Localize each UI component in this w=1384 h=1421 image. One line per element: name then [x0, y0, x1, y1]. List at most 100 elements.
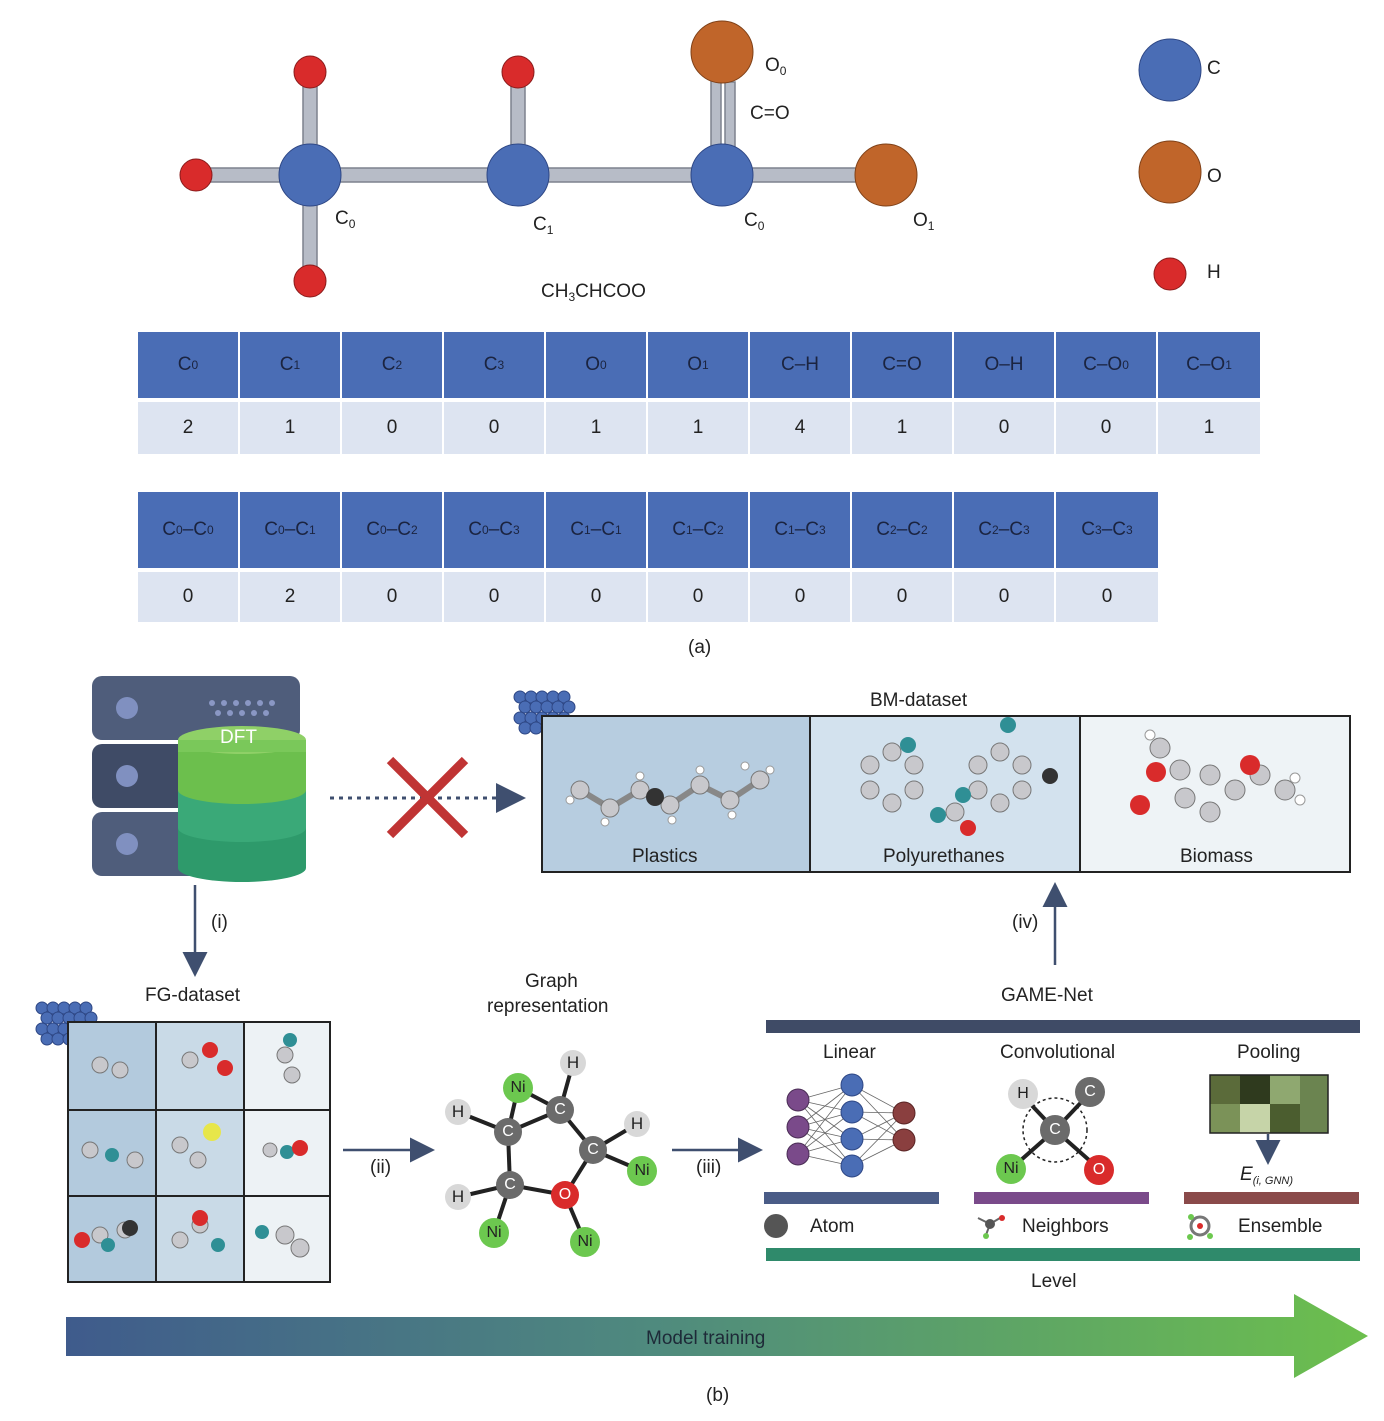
hydrogen-atom — [501, 55, 535, 89]
table-cell: 0 — [954, 572, 1056, 622]
graph-node-carbon: C — [496, 1171, 524, 1199]
atom-label-c0-left: C0 — [335, 208, 356, 231]
table-cell: 0 — [444, 572, 546, 622]
graph-node-carbon: C — [579, 1136, 607, 1164]
bm-dataset-title: BM-dataset — [870, 690, 968, 711]
step-label-iii: (iii) — [696, 1157, 722, 1178]
bm-panel-polyurethanes — [809, 715, 1081, 873]
table-cell: 0 — [138, 572, 240, 622]
level-bar-neighbors — [974, 1192, 1149, 1204]
graph-node-nickel: Ni — [627, 1156, 657, 1186]
table-cell: 4 — [750, 402, 852, 454]
bm-label-plastics: Plastics — [632, 846, 698, 867]
neighbors-level-icon — [977, 1215, 1005, 1239]
double-bond-label: C=O — [750, 103, 790, 124]
level-bottom-bar — [766, 1248, 1360, 1261]
step-label-iv: (iv) — [1012, 912, 1039, 933]
polyurethanes-molecule — [860, 717, 1058, 836]
caption-b: (b) — [706, 1385, 730, 1406]
gamenet-title: GAME-Net — [1001, 985, 1093, 1006]
legend-hydrogen-swatch — [1153, 257, 1187, 291]
table-cell: 0 — [1056, 402, 1158, 454]
layer-label-linear: Linear — [823, 1042, 876, 1063]
atom-label-o0: O0 — [765, 55, 787, 78]
conv-node-oxygen: O — [1084, 1155, 1114, 1185]
table-cell: 1 — [648, 402, 750, 454]
table-cell: 0 — [444, 402, 546, 454]
pooling-grid — [1209, 1074, 1329, 1134]
bm-label-biomass: Biomass — [1180, 846, 1253, 867]
table-cell: 1 — [1158, 402, 1260, 454]
layer-label-pooling: Pooling — [1237, 1042, 1301, 1063]
oxygen-atom-o1 — [854, 143, 918, 207]
legend-label-hydrogen: H — [1207, 262, 1221, 283]
graph-node-oxygen: O — [551, 1181, 579, 1209]
conv-node-hydrogen: H — [1008, 1079, 1038, 1109]
carbon-atom-c1 — [486, 143, 550, 207]
table-cell: 0 — [342, 402, 444, 454]
graph-node-hydrogen: H — [560, 1050, 586, 1076]
table-cell: 0 — [342, 572, 444, 622]
graph-title-line2: representation — [487, 996, 609, 1017]
level-label-atom: Atom — [810, 1216, 855, 1237]
table-cell: 1 — [546, 402, 648, 454]
graph-node-hydrogen: H — [445, 1099, 471, 1125]
legend-label-carbon: C — [1207, 58, 1221, 79]
gamenet-top-bar — [766, 1020, 1360, 1033]
table-cell: 1 — [240, 402, 342, 454]
graph-node-carbon: C — [494, 1118, 522, 1146]
bm-panel-biomass — [1079, 715, 1351, 873]
carbon-atom-c0-right — [690, 143, 754, 207]
hydrogen-atom — [293, 55, 327, 89]
graph-node-nickel: Ni — [479, 1218, 509, 1248]
plastics-molecule — [565, 761, 775, 827]
hydrogen-atom — [293, 264, 327, 298]
table-header: C–H — [750, 332, 852, 398]
atom-label-o1: O1 — [913, 210, 935, 233]
carbon-atom-c0-left — [278, 143, 342, 207]
level-axis-label: Level — [1031, 1271, 1077, 1292]
model-training-arrow — [66, 1294, 1368, 1378]
atom-level-icon — [764, 1214, 788, 1238]
table-cell: 0 — [852, 572, 954, 622]
graph-representation — [457, 1062, 643, 1243]
caption-a: (a) — [688, 637, 712, 658]
table-cell: 0 — [648, 572, 750, 622]
graph-node-nickel: Ni — [570, 1227, 600, 1257]
table-cell: 0 — [750, 572, 852, 622]
conv-node-carbon-center: C — [1040, 1115, 1070, 1145]
molecule-diagram — [179, 20, 1202, 298]
layer-label-convolutional: Convolutional — [1000, 1042, 1116, 1063]
graph-node-hydrogen: H — [445, 1184, 471, 1210]
level-label-ensemble: Ensemble — [1238, 1216, 1323, 1237]
molecule-formula: CH3CHCOO — [541, 281, 646, 304]
ensemble-level-icon — [1187, 1214, 1213, 1240]
oxygen-atom-o0 — [690, 20, 754, 84]
model-training-label: Model training — [646, 1328, 766, 1349]
fg-molecules — [74, 1033, 310, 1258]
table-cell: 0 — [546, 572, 648, 622]
graph-title-line1: Graph — [525, 971, 578, 992]
legend-oxygen-swatch — [1138, 140, 1202, 204]
pooling-output-label: E(i, GNN) — [1240, 1164, 1294, 1187]
table-cell: 0 — [1056, 572, 1158, 622]
table-cell: 0 — [954, 402, 1056, 454]
atom-label-c1: C1 — [533, 214, 554, 237]
fg-dataset-title: FG-dataset — [145, 985, 241, 1006]
graph-node-nickel: Ni — [503, 1073, 533, 1103]
